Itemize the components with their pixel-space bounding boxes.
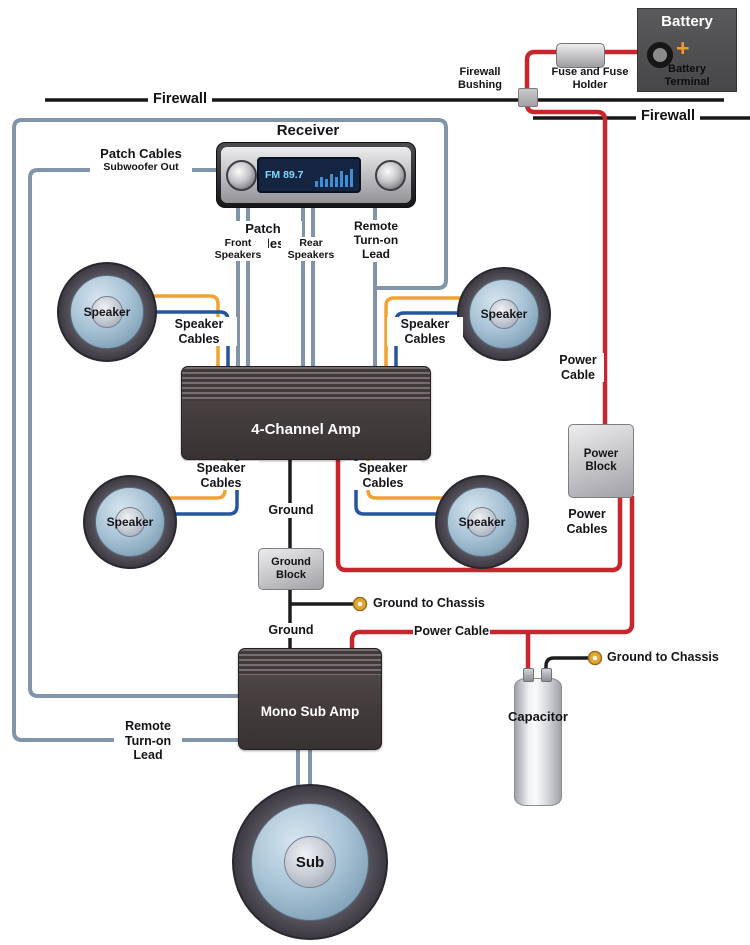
firewall-label-right: Firewall bbox=[636, 108, 700, 124]
battery: Battery + Battery Terminal bbox=[637, 8, 737, 92]
battery-terminal-icon bbox=[647, 42, 673, 68]
plus-terminal-icon: + bbox=[676, 35, 690, 61]
front-speakers-label: Front Speakers bbox=[208, 237, 268, 262]
capacitor bbox=[514, 678, 562, 806]
four-channel-amp: 4-Channel Amp bbox=[181, 366, 431, 460]
capacitor-label: Capacitor bbox=[508, 709, 568, 724]
speaker-wire-gold-rear-right bbox=[366, 456, 444, 500]
receiver-title: Receiver bbox=[276, 122, 340, 139]
speaker-cables-label-rear-right: Speaker Cables bbox=[345, 461, 421, 490]
speaker-dust-cap bbox=[284, 836, 336, 888]
speaker-dust-cap bbox=[466, 506, 498, 538]
speaker-dust-cap bbox=[114, 506, 146, 538]
speaker-dust-cap bbox=[90, 295, 124, 329]
speaker-dust-cap bbox=[488, 298, 520, 330]
volume-knob bbox=[226, 160, 257, 191]
speaker-label: Speaker bbox=[106, 515, 154, 529]
mono-sub-amp: Mono Sub Amp bbox=[238, 648, 382, 750]
amp-power-cable-label: Power Cable bbox=[413, 624, 491, 639]
power-cable-to-sub-amp bbox=[349, 496, 635, 650]
ground-to-chassis-label: Ground to Chassis bbox=[372, 596, 486, 611]
capacitor-ground-wire bbox=[544, 656, 588, 680]
remote-turn-on-lead-label: Remote Turn-on Lead bbox=[344, 219, 408, 262]
signal-bars-icon bbox=[315, 163, 353, 187]
tuning-knob bbox=[375, 160, 406, 191]
speaker-wire-gold-front-left bbox=[140, 294, 220, 366]
capacitor-positive-terminal bbox=[523, 668, 534, 682]
receiver: FM 89.7 bbox=[216, 142, 416, 208]
ground-to-chassis-label-2: Ground to Chassis bbox=[606, 650, 720, 665]
remote-turn-on-lead-bottom-label: Remote Turn-on Lead bbox=[114, 719, 182, 763]
power-cable-main bbox=[524, 49, 652, 424]
fuse-holder bbox=[556, 43, 605, 68]
four-channel-amp-label: 4-Channel Amp bbox=[251, 420, 361, 438]
speaker-label: Speaker bbox=[83, 305, 131, 319]
speaker-front-left: Speaker bbox=[57, 262, 157, 362]
ring-terminal-hole bbox=[592, 655, 598, 661]
subwoofer-out-subtitle: Subwoofer Out bbox=[103, 161, 179, 174]
battery-label: Battery bbox=[661, 13, 713, 30]
ground-label: Ground bbox=[262, 503, 320, 518]
capacitor-negative-terminal bbox=[541, 668, 552, 682]
firewall-bushing-label: Firewall Bushing bbox=[458, 66, 502, 91]
speaker-cables-label-front-left: Speaker Cables bbox=[161, 317, 237, 346]
rear-speakers-label: Rear Speakers bbox=[281, 237, 341, 262]
power-cable-to-4ch-amp bbox=[335, 456, 623, 573]
patch-cables-subwoofer-label: Patch Cables Subwoofer Out bbox=[90, 146, 192, 174]
subwoofer: Sub bbox=[232, 784, 388, 940]
receiver-display: FM 89.7 bbox=[257, 157, 361, 193]
speaker-wire-blue-rear-right bbox=[354, 456, 438, 516]
speaker-wire-gold-rear-left bbox=[168, 456, 227, 500]
fuse-holder-label: Fuse and Fuse Holder bbox=[551, 66, 629, 91]
power-cables-label: Power Cables bbox=[558, 507, 616, 536]
remote-lead-branch-wire bbox=[12, 118, 448, 742]
station-readout: FM 89.7 bbox=[265, 169, 304, 181]
mono-sub-amp-label: Mono Sub Amp bbox=[260, 703, 360, 719]
ring-terminal-hole bbox=[357, 601, 363, 607]
speaker-rear-right: Speaker bbox=[435, 475, 529, 569]
firewall-bushing bbox=[518, 88, 538, 107]
ground-block: Ground Block bbox=[258, 548, 324, 590]
speaker-label: Speaker bbox=[480, 307, 528, 321]
speaker-cone bbox=[94, 486, 166, 558]
speaker-cables-label-rear-left: Speaker Cables bbox=[183, 461, 259, 490]
subwoofer-patch-wire bbox=[28, 168, 242, 698]
speaker-wire-blue-rear-left bbox=[170, 456, 239, 516]
speaker-label: Speaker bbox=[458, 515, 506, 529]
power-cable-label: Power Cable bbox=[552, 353, 604, 382]
patch-cables-sub-title: Patch Cables bbox=[100, 146, 182, 161]
speaker-wire-gold-front-right bbox=[384, 296, 464, 366]
speaker-cables-label-front-right: Speaker Cables bbox=[387, 317, 463, 346]
subwoofer-label: Sub bbox=[295, 853, 325, 871]
ground-label-2: Ground bbox=[262, 623, 320, 638]
battery-terminal-label: Battery Terminal bbox=[664, 63, 710, 88]
firewall-label-left: Firewall bbox=[148, 91, 212, 107]
power-block: Power Block bbox=[568, 424, 634, 498]
speaker-front-right: Speaker bbox=[457, 267, 551, 361]
speaker-rear-left: Speaker bbox=[83, 475, 177, 569]
